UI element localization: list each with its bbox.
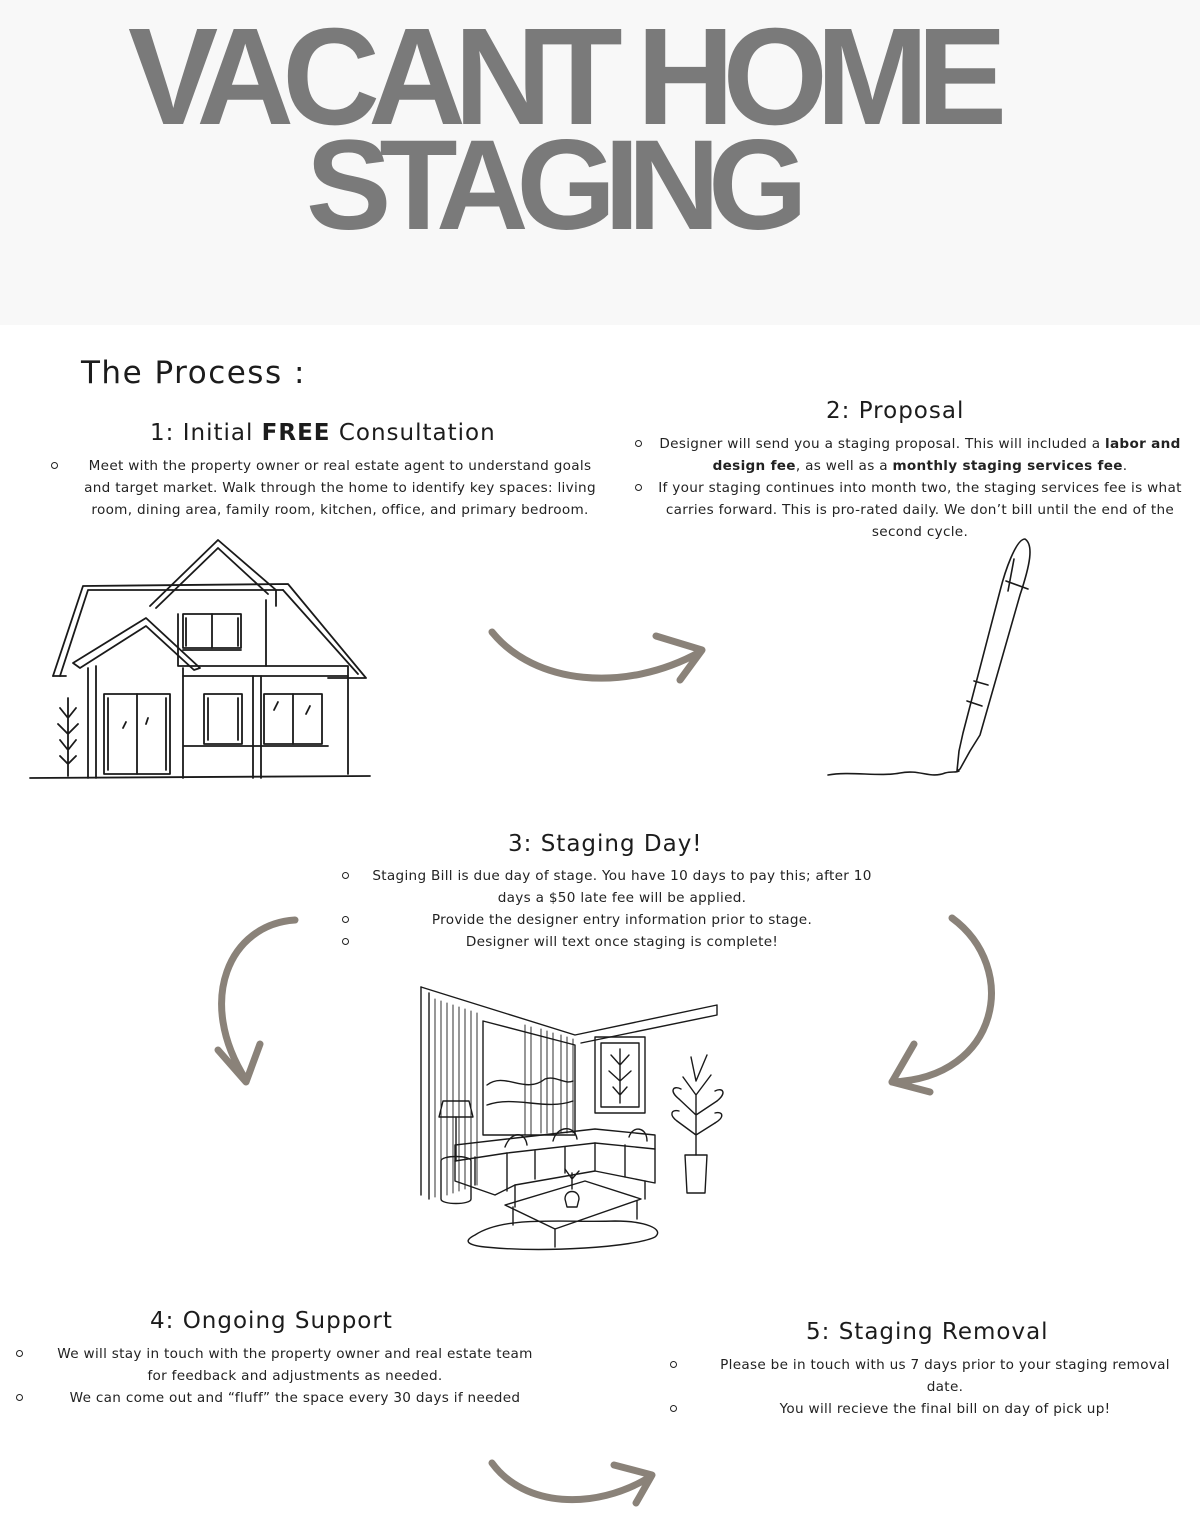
step-5-bullets: Please be in touch with us 7 days prior …	[670, 1354, 1190, 1420]
page-title-line-2: STAGING	[306, 114, 808, 257]
step-4-bullet: We can come out and “fluff” the space ev…	[16, 1387, 544, 1409]
step-2-title-text: Proposal	[858, 398, 965, 424]
process-heading: The Process :	[81, 355, 306, 391]
page-title-line-1: VACANT HOME	[128, 0, 1007, 154]
step-2-bullets: Designer will send you a staging proposa…	[635, 433, 1185, 543]
step-5-title-text: Staging Removal	[838, 1319, 1049, 1345]
step-5-bullet: Please be in touch with us 7 days prior …	[670, 1354, 1190, 1398]
step-1-title-post: Consultation	[338, 420, 496, 446]
step-3-bullets: Staging Bill is due day of stage. You ha…	[342, 865, 872, 953]
step-1-title: 1: Initial FREE Consultation	[150, 420, 496, 446]
step-2-bullet: If your staging continues into month two…	[635, 477, 1185, 543]
living-room-sketch-icon	[420, 986, 724, 1251]
step-2-number: 2:	[826, 398, 851, 424]
step-5-bullet: You will recieve the final bill on day o…	[670, 1398, 1190, 1420]
step-5-title: 5: Staging Removal	[806, 1319, 1049, 1345]
step-3-bullet: Designer will text once staging is compl…	[342, 931, 872, 953]
step-4-bullet: We will stay in touch with the property …	[16, 1343, 544, 1387]
step-4-title: 4: Ongoing Support	[150, 1308, 393, 1334]
house-sketch-icon	[29, 539, 371, 779]
pen-sketch-icon	[827, 538, 1031, 776]
step-1-title-bold: FREE	[261, 420, 331, 446]
step-3-title: 3: Staging Day!	[508, 831, 703, 857]
step-4-number: 4:	[150, 1308, 175, 1334]
step-4-title-text: Ongoing Support	[182, 1308, 393, 1334]
step-1-number: 1:	[150, 420, 175, 446]
header-banner: VACANT HOME STAGING	[0, 0, 1200, 325]
step-5-number: 5:	[806, 1319, 831, 1345]
curved-arrow-icon	[488, 1459, 656, 1507]
curved-arrow-icon	[488, 628, 706, 684]
step-4-bullets: We will stay in touch with the property …	[16, 1343, 544, 1409]
curved-arrow-icon	[888, 914, 995, 1096]
step-3-bullet: Staging Bill is due day of stage. You ha…	[342, 865, 872, 909]
step-2-bullet: Designer will send you a staging proposa…	[635, 433, 1185, 477]
step-1-bullets: Meet with the property owner or real est…	[51, 455, 604, 521]
step-3-number: 3:	[508, 831, 533, 857]
curved-arrow-icon	[214, 916, 299, 1086]
step-3-bullet: Provide the designer entry information p…	[342, 909, 872, 931]
step-1-title-pre: Initial	[182, 420, 254, 446]
step-1-bullet: Meet with the property owner or real est…	[51, 455, 604, 521]
step-2-title: 2: Proposal	[826, 398, 964, 424]
step-3-title-text: Staging Day!	[540, 831, 703, 857]
